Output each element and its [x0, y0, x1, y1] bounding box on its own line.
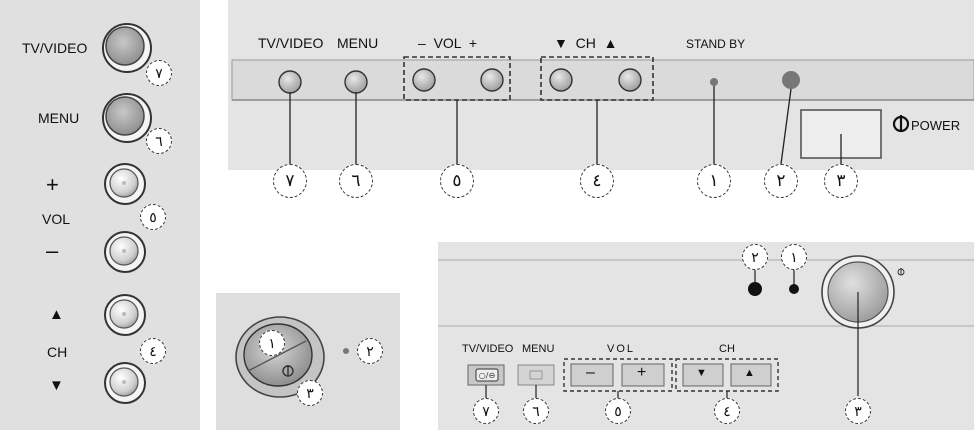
callout-1: ١	[697, 164, 731, 198]
ch-down-label: ▼	[49, 377, 64, 394]
callout-7: ٧	[473, 398, 499, 424]
alt-panel-drawing: ○/⊖	[438, 255, 974, 398]
vol-plus-button[interactable]	[104, 163, 146, 205]
ch-up-button[interactable]	[730, 363, 772, 387]
vol-plus-button[interactable]	[480, 68, 504, 92]
standby-indicator	[789, 284, 799, 294]
vol-minus-label: –	[46, 238, 59, 263]
menu-label: MENU	[522, 343, 555, 355]
callout-5: ٥	[440, 164, 474, 198]
vol-minus-button[interactable]	[412, 68, 436, 92]
callout-4: ٤	[714, 398, 740, 424]
tv-video-button[interactable]	[278, 70, 302, 94]
menu-button[interactable]	[344, 70, 368, 94]
remote-sensor	[782, 71, 800, 89]
svg-text:○/⊖: ○/⊖	[479, 371, 495, 380]
menu-button[interactable]	[517, 364, 555, 386]
vol-label: VOL	[42, 211, 71, 227]
remote-sensor	[748, 282, 762, 296]
callout-1: ١	[259, 330, 285, 356]
callout-5: ٥	[605, 398, 631, 424]
ch-down-button[interactable]	[549, 68, 573, 92]
tv-video-label: TV/VIDEO	[22, 40, 88, 56]
power-label: POWER	[911, 118, 961, 133]
knob-drawing	[235, 316, 349, 398]
ch-label: CH	[47, 344, 68, 360]
menu-label: MENU	[38, 110, 80, 126]
callout-4: ٤	[580, 164, 614, 198]
ch-down-button[interactable]	[104, 362, 146, 404]
tv-video-label: TV/VIDEO	[258, 35, 324, 51]
callout-3: ٣	[845, 398, 871, 424]
menu-button[interactable]	[102, 93, 152, 143]
power-icon	[282, 365, 294, 377]
callout-7: ٧	[273, 164, 307, 198]
ch-label: CH	[719, 343, 735, 355]
callout-1: ١	[781, 244, 807, 270]
side-control-panel: TV/VIDEO MENU + VOL – ▲ CH ▼ ٧ ٦ ٥ ٤	[0, 0, 200, 430]
tv-video-button[interactable]	[102, 23, 152, 73]
callout-3: ٣	[297, 380, 323, 406]
alt-control-panel: ○/⊖ TV/VIDEO MENU VOL CH – + ▼ ▲ ٢ ١ ٧ ٦…	[438, 242, 974, 430]
ch-down-button[interactable]	[682, 363, 724, 387]
indicator-dot	[343, 348, 349, 354]
callout-2: ٢	[764, 164, 798, 198]
side-panel-drawing	[102, 23, 152, 404]
callout-6: ٦	[523, 398, 549, 424]
vol-plus-label: +	[46, 172, 59, 197]
ch-up-button[interactable]	[618, 68, 642, 92]
callout-4: ٤	[140, 338, 166, 364]
callout-2: ٢	[742, 244, 768, 270]
callout-6: ٦	[339, 164, 373, 198]
tv-video-label: TV/VIDEO	[462, 343, 514, 355]
tv-video-button[interactable]: ○/⊖	[467, 364, 505, 386]
ch-down-label: ▼	[696, 367, 707, 379]
ch-label: ▼ CH ▲	[554, 35, 618, 51]
callout-3: ٣	[824, 164, 858, 198]
ch-up-button[interactable]	[104, 294, 146, 336]
vol-plus-label: +	[637, 364, 647, 381]
callout-7: ٧	[146, 60, 172, 86]
vol-minus-label: –	[586, 364, 595, 381]
power-icon	[897, 268, 905, 276]
power-knob[interactable]	[235, 316, 325, 398]
vol-minus-button[interactable]	[570, 363, 614, 387]
vol-label: – VOL +	[418, 35, 478, 51]
standby-label: STAND BY	[686, 37, 746, 51]
power-knob-detail: ١ ٢ ٣	[216, 293, 400, 430]
vol-label: VOL	[607, 343, 636, 355]
ch-up-label: ▲	[744, 367, 755, 379]
callout-2: ٢	[357, 338, 383, 364]
ch-up-label: ▲	[49, 306, 64, 323]
front-control-panel: TV/VIDEO MENU – VOL + ▼ CH ▲ STAND BY PO…	[228, 0, 974, 198]
vol-minus-button[interactable]	[104, 231, 146, 273]
front-panel-drawing	[231, 56, 974, 165]
callout-6: ٦	[146, 128, 172, 154]
vol-plus-button[interactable]	[621, 363, 665, 387]
callout-5: ٥	[140, 204, 166, 230]
power-icon	[892, 115, 910, 133]
standby-indicator	[710, 78, 718, 86]
menu-label: MENU	[337, 35, 379, 51]
